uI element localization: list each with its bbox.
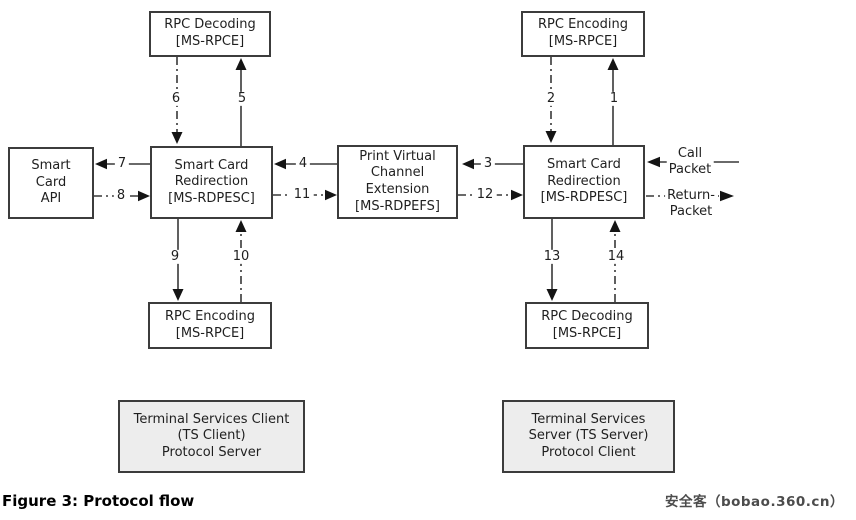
arrow-14 — [609, 220, 621, 302]
box-rpc-encoding-server-label: RPC Encoding [MS-RPCE] — [538, 17, 628, 49]
box-rpc-decoding-server: RPC Decoding [MS-RPCE] — [525, 302, 649, 349]
arrow-1 — [607, 58, 619, 145]
box-smart-card-api-label: Smart Card API — [31, 158, 71, 207]
box-smart-card-redirection-client: Smart Card Redirection [MS-RDPESC] — [150, 146, 273, 219]
arrow-10 — [235, 220, 247, 302]
flow-label-3: 3 — [480, 156, 496, 172]
box-rpc-encoding-client-label: RPC Encoding [MS-RPCE] — [165, 308, 255, 341]
flow-label-10: 10 — [229, 249, 253, 265]
call-packet-label: Call Packet — [666, 145, 714, 179]
flow-label-13: 13 — [540, 249, 564, 265]
box-smart-card-redirection-client-label: Smart Card Redirection [MS-RDPESC] — [168, 157, 255, 206]
box-print-virtual-channel-label: Print Virtual Channel Extension [MS-RDPE… — [355, 148, 440, 214]
flow-label-2: 2 — [543, 91, 559, 107]
flow-label-12: 12 — [473, 187, 497, 203]
flow-label-5: 5 — [234, 91, 250, 107]
box-rpc-decoding-client: RPC Decoding [MS-RPCE] — [149, 11, 271, 57]
return-packet-label-second-line: Packet — [667, 203, 715, 221]
box-ts-client: Terminal Services Client (TS Client) Pro… — [118, 400, 305, 473]
arrow-4 — [274, 158, 337, 170]
flow-label-6: 6 — [168, 91, 184, 107]
box-ts-client-label: Terminal Services Client (TS Client) Pro… — [133, 411, 290, 460]
flow-label-14: 14 — [604, 249, 628, 265]
flow-label-1: 1 — [606, 91, 622, 107]
flow-label-4: 4 — [295, 156, 311, 172]
box-ts-server-label: Terminal Services Server (TS Server) Pro… — [528, 411, 649, 460]
box-smart-card-api: Smart Card API — [8, 147, 94, 219]
flow-label-11: 11 — [290, 187, 314, 203]
watermark: 安全客（bobao.360.cn） — [664, 494, 844, 510]
arrow-12 — [458, 189, 523, 201]
box-rpc-decoding-client-label: RPC Decoding [MS-RPCE] — [164, 17, 256, 49]
flow-label-8: 8 — [113, 188, 129, 204]
box-print-virtual-channel: Print Virtual Channel Extension [MS-RDPE… — [337, 145, 458, 219]
return-packet-label: Return- — [665, 187, 717, 205]
figure-caption: Figure 3: Protocol flow — [2, 492, 195, 510]
box-rpc-decoding-server-label: RPC Decoding [MS-RPCE] — [541, 308, 633, 341]
box-rpc-encoding-client: RPC Encoding [MS-RPCE] — [148, 302, 272, 349]
box-rpc-encoding-server: RPC Encoding [MS-RPCE] — [521, 11, 645, 57]
arrow-5 — [235, 58, 247, 146]
flow-label-7: 7 — [114, 156, 130, 172]
box-smart-card-redirection-server-label: Smart Card Redirection [MS-RDPESC] — [540, 157, 628, 206]
flow-label-9: 9 — [167, 249, 183, 265]
box-ts-server: Terminal Services Server (TS Server) Pro… — [502, 400, 675, 473]
box-smart-card-redirection-server: Smart Card Redirection [MS-RDPESC] — [523, 145, 645, 219]
